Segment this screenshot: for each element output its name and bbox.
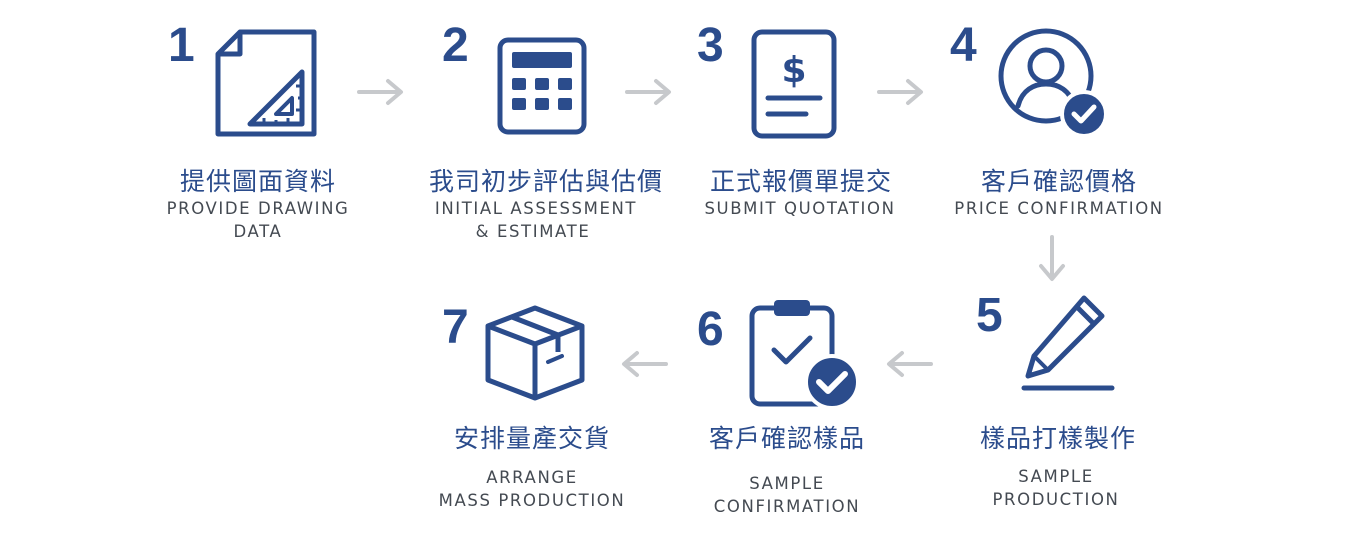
step-title-en-line2: DATA [233,222,283,241]
quotation-icon: $ [750,28,838,140]
step-title-zh: 正式報價單提交 [709,167,892,196]
step-number: 1 [168,19,195,72]
arrow-down-icon [1036,234,1068,284]
step-number: 5 [976,289,1003,342]
step-title-zh: 提供圖面資料 [179,167,336,196]
arrow-left-icon [884,349,934,379]
calculator-icon [496,36,588,136]
step-title-en-line2: PRODUCTION [992,490,1120,509]
svg-text:$: $ [781,50,806,91]
step-title-en-line2: CONFIRMATION [713,497,861,516]
step-title-zh: 樣品打樣製作 [979,424,1136,453]
user-check-icon [996,26,1108,140]
step-title-en-line1: PROVIDE DRAWING [166,199,350,218]
document-ruler-icon [212,28,322,140]
step-title-en-line1: PRICE CONFIRMATION [954,199,1164,218]
step-number: 3 [697,19,724,72]
arrow-left-icon [619,349,669,379]
step-number: 2 [442,19,469,72]
step-title-zh: 客戶確認價格 [980,167,1137,196]
arrow-right-icon [876,77,926,107]
arrow-right-icon [624,77,674,107]
step-number: 7 [442,301,469,354]
step-title-zh: 我司初步評估與估價 [428,167,663,196]
step-title-en-line2: MASS PRODUCTION [438,491,626,510]
step-title-en-line2: & ESTIMATE [475,222,591,241]
step-number: 6 [697,303,724,356]
step-title-en-line1: SUBMIT QUOTATION [704,199,896,218]
step-title-zh: 客戶確認樣品 [708,424,865,453]
step-title-en-line1: INITIAL ASSESSMENT [434,199,638,218]
arrow-right-icon [356,77,406,107]
step-title-en-line1: SAMPLE [749,474,825,493]
step-title-en-line1: SAMPLE [1018,467,1094,486]
box-icon [482,304,588,402]
step-number: 4 [950,19,977,72]
clipboard-check-icon [746,296,862,416]
step-title-zh: 安排量產交貨 [453,424,610,453]
pencil-icon [1018,290,1118,396]
step-title-en-line1: ARRANGE [486,468,578,487]
